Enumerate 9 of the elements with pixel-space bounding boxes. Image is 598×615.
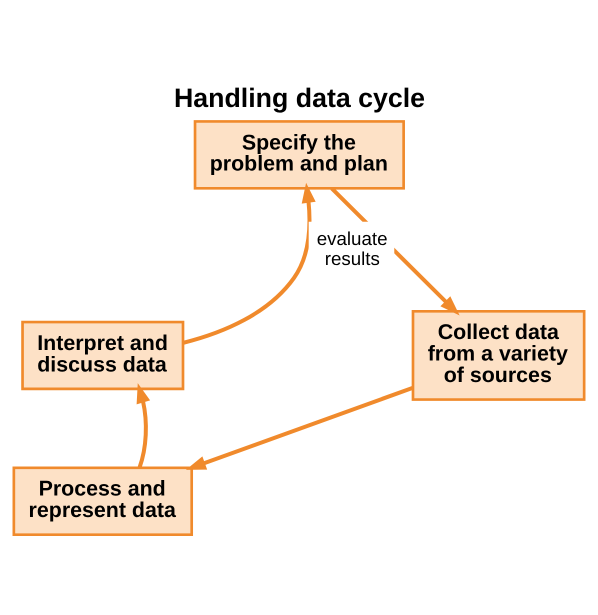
arrow	[136, 382, 150, 468]
node-box: Process and represent data	[12, 466, 194, 536]
diagram-title: Handling data cycle	[174, 82, 426, 112]
node-box: Collect data from a variety of sources	[412, 310, 586, 400]
edge-label: evaluate results	[316, 227, 388, 268]
node-box: Specify the problem and plan	[194, 120, 405, 190]
node-box: Interpret and discuss data	[21, 320, 184, 390]
arrow	[186, 385, 414, 470]
arrow	[182, 182, 316, 344]
